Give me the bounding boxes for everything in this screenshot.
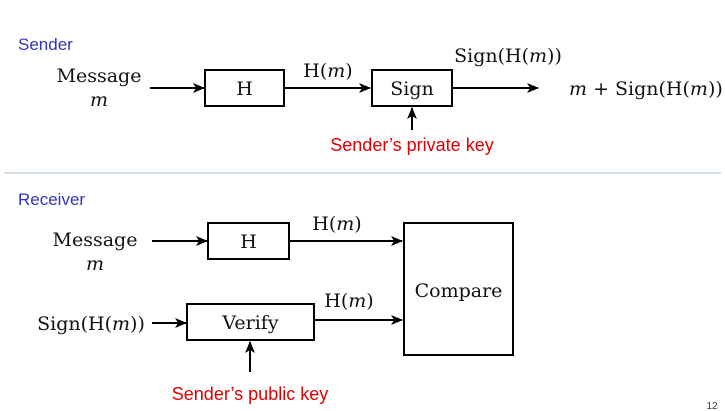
compare-box: [403, 222, 514, 356]
sender-heading: Sender: [18, 35, 73, 54]
sender-result-label: m + Sign(H(m)): [569, 78, 723, 100]
sender-private-key-label: Sender’s private key: [330, 135, 493, 155]
receiver-signature-input-label: Sign(H(m)): [37, 313, 145, 335]
verify-box: [186, 303, 315, 341]
sender-message-var: m: [90, 89, 108, 111]
page-number: 12: [706, 401, 718, 411]
sender-message-label: Message: [57, 65, 142, 87]
sender-sign-output-label: Sign(H(m)): [454, 45, 562, 67]
verify-box-label: Verify: [221, 312, 278, 334]
sender-hash-box-label: H: [236, 78, 253, 100]
verify-output-label: H(m): [324, 290, 373, 312]
receiver-hash-output-label: H(m): [312, 213, 361, 235]
receiver-hash-box-label: H: [240, 231, 257, 253]
receiver-public-key-label: Sender’s public key: [172, 384, 328, 404]
sender-sign-box-label: Sign: [390, 78, 434, 100]
compare-box-label: Compare: [415, 280, 503, 302]
sender-hash-output-label: H(m): [303, 60, 352, 82]
receiver-message-var: m: [86, 253, 104, 275]
receiver-heading: Receiver: [18, 190, 85, 209]
receiver-message-label: Message: [53, 229, 138, 251]
